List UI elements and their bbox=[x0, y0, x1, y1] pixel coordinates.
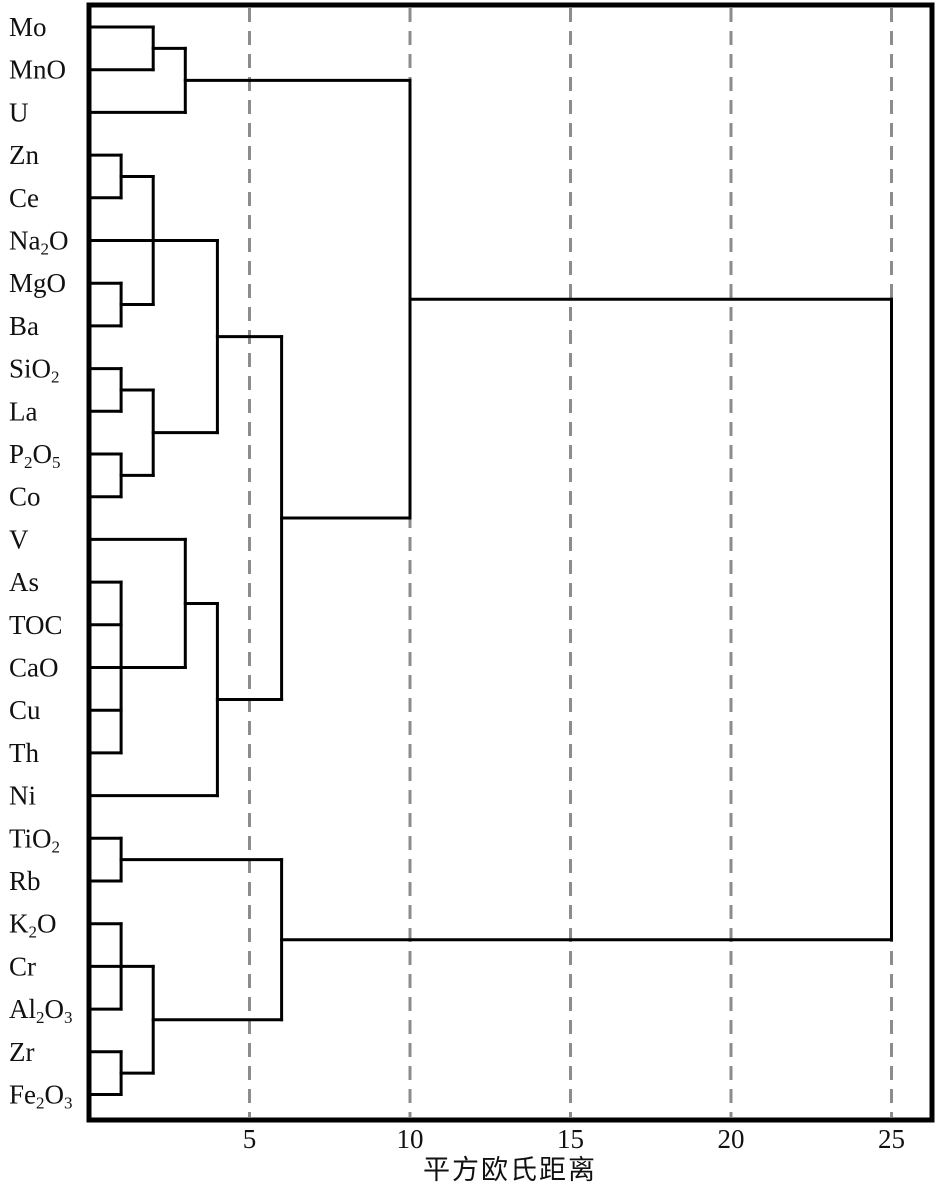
x-tick-label: 5 bbox=[243, 1124, 257, 1154]
leaf-label: Rb bbox=[9, 866, 41, 896]
leaf-label: Fe2O3 bbox=[9, 1080, 73, 1113]
leaf-label: SiO2 bbox=[9, 354, 60, 387]
dendrogram-links bbox=[90, 25, 893, 1096]
leaf-label: Ce bbox=[9, 183, 39, 213]
leaf-label: Co bbox=[9, 482, 41, 512]
leaf-label: Zr bbox=[9, 1037, 34, 1067]
x-axis-title: 平方欧氏距离 bbox=[423, 1155, 597, 1186]
x-axis-ticks: 5 10 15 20 25 bbox=[243, 1124, 905, 1154]
leaf-label: Ba bbox=[9, 311, 39, 341]
leaf-label: P2O5 bbox=[9, 439, 61, 472]
leaf-label: La bbox=[9, 396, 37, 426]
leaf-label: MnO bbox=[9, 55, 66, 85]
leaf-label: TiO2 bbox=[9, 823, 60, 856]
x-tick-label: 25 bbox=[878, 1124, 905, 1154]
leaf-label: CaO bbox=[9, 653, 59, 683]
x-tick-label: 20 bbox=[718, 1124, 745, 1154]
leaf-label: As bbox=[9, 567, 39, 597]
leaf-label: Al2O3 bbox=[9, 994, 73, 1027]
x-tick-label: 10 bbox=[397, 1124, 424, 1154]
leaf-label: K2O bbox=[9, 909, 57, 942]
leaf-label: U bbox=[9, 97, 29, 127]
leaf-label: Th bbox=[9, 738, 39, 768]
leaf-label: Mo bbox=[9, 12, 47, 42]
leaf-label: Cu bbox=[9, 695, 41, 725]
plot-frame bbox=[86, 2, 935, 1123]
leaf-label: Zn bbox=[9, 140, 39, 170]
grid-lines bbox=[248, 8, 893, 1117]
leaf-label: V bbox=[9, 524, 29, 554]
leaf-label: MgO bbox=[9, 268, 66, 298]
leaf-label: Na2O bbox=[9, 226, 68, 259]
x-tick-label: 15 bbox=[557, 1124, 584, 1154]
leaf-label: TOC bbox=[9, 610, 63, 640]
leaf-label: Ni bbox=[9, 781, 36, 811]
leaf-label: Cr bbox=[9, 951, 36, 981]
